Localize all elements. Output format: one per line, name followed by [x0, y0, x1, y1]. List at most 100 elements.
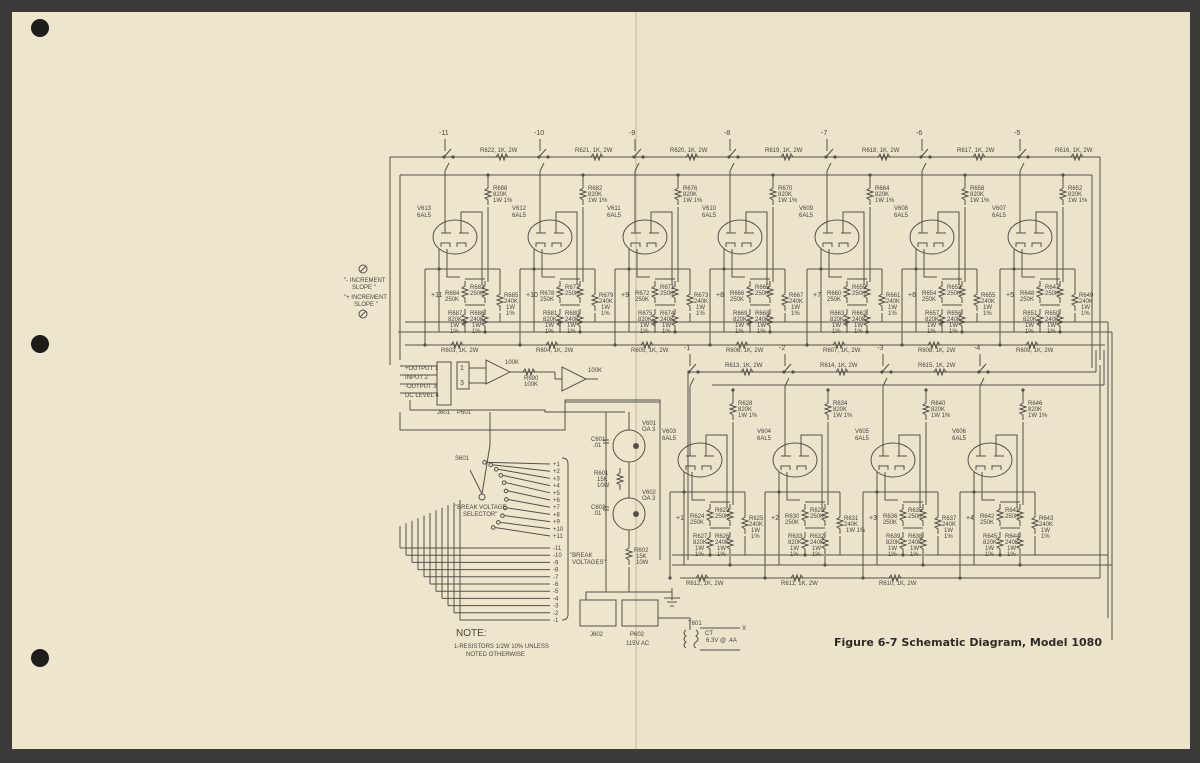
- wire: [828, 249, 842, 278]
- rail-resistor: [636, 340, 658, 350]
- plate-resistor: [960, 183, 970, 205]
- label: 10W: [597, 483, 610, 489]
- label: R679: [599, 293, 614, 299]
- label: 1W: [985, 546, 994, 552]
- divider-resistor: [650, 309, 660, 331]
- junction-dot: [921, 563, 925, 567]
- transformer-label: T601: [688, 621, 702, 627]
- potentiometer: [918, 504, 928, 526]
- divider-resistor: [898, 532, 908, 554]
- bias-resistor: [745, 281, 755, 303]
- tube-cathode: [917, 242, 944, 247]
- series-resistor: [972, 289, 982, 311]
- bias-resistor: [842, 281, 852, 303]
- plate-resistor: [673, 183, 683, 205]
- slope-adjust-screw-icon[interactable]: [358, 264, 368, 274]
- break-voltage-terminal: +6: [553, 498, 561, 504]
- potentiometer: [862, 281, 872, 303]
- bias-voltage: +9: [621, 292, 629, 299]
- label: 820K: [830, 317, 844, 323]
- ct-label: CT: [705, 631, 713, 637]
- potentiometer: [575, 281, 585, 303]
- tube-designator: V606: [952, 429, 967, 435]
- label: 1%: [695, 552, 704, 558]
- label: 1%: [545, 329, 554, 335]
- label: R669: [733, 311, 748, 317]
- tube-type: 6AL5: [662, 436, 677, 442]
- label: 1W: [662, 323, 671, 329]
- vacuum-tube-6al5: [1007, 219, 1053, 255]
- rail-resistor: [873, 152, 895, 162]
- note-title: NOTE:: [456, 628, 487, 639]
- junction-dot: [613, 343, 617, 347]
- wire: [981, 472, 995, 501]
- plate-resistor: [823, 398, 833, 420]
- junction-dot: [763, 576, 767, 580]
- divider-resistor: [555, 309, 565, 331]
- junction-dot: [833, 155, 837, 159]
- label: R646: [1028, 401, 1043, 407]
- junction-dot: [558, 320, 562, 324]
- break-voltage-tap: -9: [629, 130, 635, 137]
- label: R636: [883, 514, 898, 520]
- label: 820K: [788, 540, 802, 546]
- series-resistor: [740, 512, 750, 534]
- label: 240K: [908, 540, 922, 546]
- label: 1%: [751, 534, 760, 540]
- label: 1%: [983, 311, 992, 317]
- junction-dot: [728, 563, 732, 567]
- label: 1W: [506, 305, 515, 311]
- label: 1W: [696, 305, 705, 311]
- selector-contact: [488, 462, 494, 468]
- rail-resistor-label: R613, 1K, 2W: [725, 363, 763, 369]
- label: 1W 1%: [1068, 198, 1088, 204]
- rail-resistor: [884, 573, 906, 583]
- label: R686: [470, 311, 485, 317]
- label: 250K: [883, 520, 897, 526]
- label: R627: [693, 534, 708, 540]
- connector-label: J602: [590, 632, 604, 638]
- rail-resistor-label: R614, 1K, 2W: [820, 363, 858, 369]
- series-resistor: [1030, 512, 1040, 534]
- wire: [585, 591, 672, 600]
- break-voltage-terminal: +8: [553, 512, 561, 518]
- label: R650: [1045, 311, 1060, 317]
- label: 250K: [908, 514, 922, 520]
- break-voltage-terminal: +11: [553, 534, 563, 540]
- label: 1W: [640, 323, 649, 329]
- label: 1W: [888, 546, 897, 552]
- tube-type: 6AL5: [894, 213, 909, 219]
- wire: [508, 498, 551, 508]
- junction-dot: [768, 330, 772, 334]
- label: 1%: [1041, 534, 1050, 540]
- label: 250K: [565, 291, 579, 297]
- break-voltage-tap: -4: [974, 345, 980, 352]
- label: 250K: [730, 297, 744, 303]
- break-voltage-terminal: -8: [553, 568, 559, 574]
- break-voltages-label: "BREAK: [570, 553, 592, 559]
- tube-cathode: [1015, 242, 1042, 247]
- wire: [995, 434, 1018, 508]
- selector-contact: [504, 497, 509, 502]
- label: R682: [588, 186, 603, 192]
- junction-dot: [463, 320, 467, 324]
- divider-resistor: [670, 309, 680, 331]
- label: 250K: [635, 297, 649, 303]
- label: 820K: [833, 407, 847, 413]
- label: 250K: [922, 297, 936, 303]
- rail-resistor-label: R616, 1K, 2W: [1055, 148, 1093, 154]
- tube-dot: [633, 511, 639, 517]
- label: 240K: [694, 299, 708, 305]
- label: R681: [543, 311, 558, 317]
- label: R635: [908, 508, 923, 514]
- junction-dot: [803, 553, 807, 557]
- rail-resistor: [731, 340, 753, 350]
- rail-resistor: [541, 340, 563, 350]
- bias-resistor: [1035, 281, 1045, 303]
- slope-adjust-screw-icon[interactable]: [358, 309, 368, 319]
- label: 250K: [755, 291, 769, 297]
- label: .01: [593, 443, 602, 449]
- divider-resistor: [1015, 532, 1025, 554]
- wire: [636, 249, 650, 278]
- plate-resistor: [1018, 398, 1028, 420]
